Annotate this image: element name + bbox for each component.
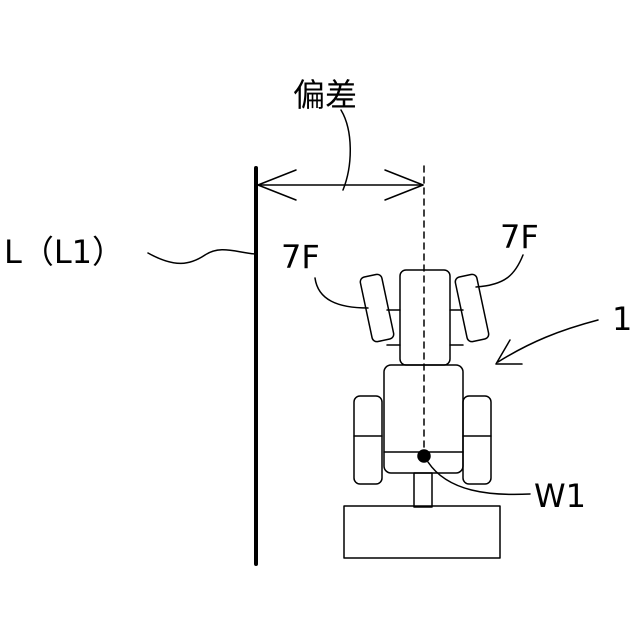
hitch: [414, 473, 432, 507]
tractor-vehicle: [344, 270, 500, 558]
rear-wheel-left: [354, 396, 382, 484]
front-wheel-right: [454, 273, 489, 342]
line-leader: [148, 250, 255, 264]
front-wheel-left-label: 7F: [281, 238, 320, 276]
vehicle-label: 1: [612, 300, 632, 338]
reference-point-label: W1: [534, 477, 586, 515]
implement: [344, 506, 500, 558]
front-wheel-right-label: 7F: [500, 218, 539, 256]
vehicle-leader: [498, 320, 598, 362]
engine-hood: [400, 270, 450, 365]
rear-wheel-right: [463, 396, 491, 484]
deviation-leader: [341, 110, 350, 190]
deviation-arrow: [258, 170, 423, 200]
deviation-label: 偏差: [293, 76, 357, 114]
reference-point-w1: [418, 450, 430, 462]
line-label: L（L1）: [4, 233, 124, 271]
front-wheel-right-leader: [476, 255, 523, 287]
w1-leader: [428, 462, 530, 494]
